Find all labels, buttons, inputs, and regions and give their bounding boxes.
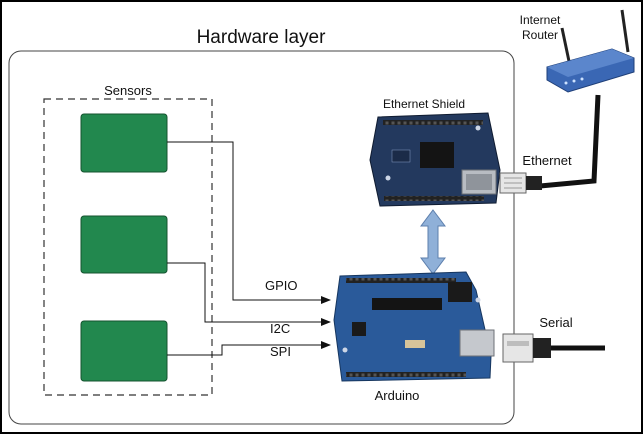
- ethernet-cable: [539, 94, 601, 189]
- ethernet-shield-label: Ethernet Shield: [383, 97, 465, 111]
- sensor-box: [80, 113, 168, 173]
- usb-plug: [502, 333, 551, 363]
- sensor-box: [80, 215, 168, 274]
- ethernet-plug: [499, 172, 542, 194]
- ethernet-label: Ethernet: [522, 153, 572, 168]
- router-label-line1: Internet: [520, 13, 561, 27]
- i2c-label: I2C: [270, 321, 290, 336]
- spi-line: [167, 341, 331, 356]
- i2c-line: [167, 262, 331, 326]
- sensors-label: Sensors: [104, 83, 152, 98]
- shield-arduino-double-arrow: [420, 209, 446, 275]
- spi-label: SPI: [270, 344, 291, 359]
- router-icon: [546, 9, 635, 93]
- gpio-label: GPIO: [265, 278, 298, 293]
- sensor-box: [80, 320, 168, 382]
- arduino-board: [333, 271, 495, 382]
- serial-label: Serial: [539, 315, 572, 330]
- arduino-label: Arduino: [375, 388, 420, 403]
- hardware-layer-box: [8, 50, 515, 425]
- ethernet-shield-board: [369, 112, 501, 207]
- connection-lines: [167, 141, 331, 356]
- hardware-layer-title: Hardware layer: [197, 27, 326, 48]
- sensors-group: [43, 98, 213, 396]
- gpio-line: [167, 141, 331, 304]
- router-label-line2: Router: [522, 28, 558, 42]
